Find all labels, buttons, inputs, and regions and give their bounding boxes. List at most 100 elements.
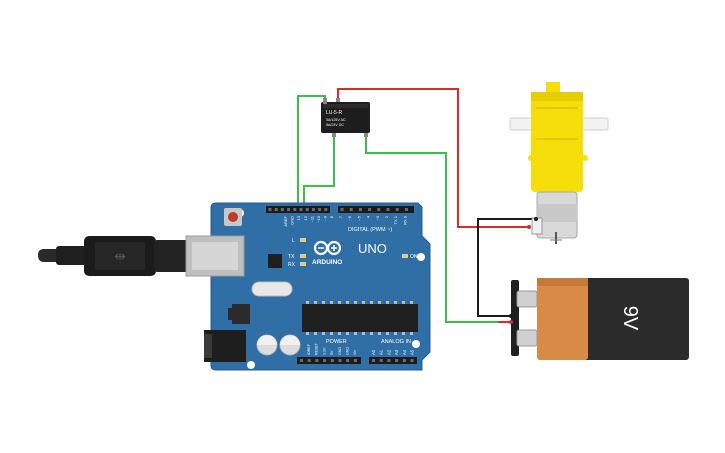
- chip-pin: [394, 301, 397, 304]
- relay-pin: [336, 98, 340, 102]
- pin-hole[interactable]: [402, 359, 406, 362]
- pin-hole[interactable]: [377, 208, 381, 211]
- dc-motor[interactable]: [509, 82, 609, 244]
- reset-button[interactable]: [228, 212, 238, 222]
- wire-pin13-to-relay-green[interactable]: [303, 131, 335, 212]
- atmega-chip-pins: [306, 301, 413, 335]
- relay[interactable]: LU-5-R 5A/125V AC 5A/24V DC: [321, 98, 370, 137]
- mounting-hole: [417, 253, 425, 261]
- digital-pin-label: 13: [296, 215, 301, 220]
- pin-hole[interactable]: [280, 208, 284, 211]
- pin-hole[interactable]: [305, 208, 309, 211]
- pin-hole[interactable]: [395, 208, 399, 211]
- relay-rating-line2: 5A/24V DC: [326, 123, 344, 127]
- pin-hole[interactable]: [372, 359, 375, 362]
- chip-pin: [362, 332, 365, 335]
- pin-hole[interactable]: [287, 208, 291, 211]
- pin-hole[interactable]: [274, 208, 278, 211]
- pin-hole[interactable]: [386, 208, 390, 211]
- pin-hole[interactable]: [268, 208, 272, 211]
- pin-hole[interactable]: [404, 208, 408, 211]
- wire-relay-to-battery-green[interactable]: [365, 131, 511, 323]
- pin-hole[interactable]: [387, 359, 391, 362]
- led-rx: [300, 262, 306, 266]
- wires: [297, 88, 536, 323]
- chip-pin: [402, 301, 405, 304]
- analog-pin-label: A3: [394, 349, 399, 355]
- motor-terminal-dot: [534, 217, 538, 221]
- led-tx: [300, 254, 306, 258]
- chip-pin: [314, 332, 317, 335]
- power-pin-label: 3.3V: [322, 347, 326, 355]
- usb-interface-chip: [268, 254, 282, 268]
- pin-hole[interactable]: [353, 359, 357, 362]
- motor-gearbox-shade: [531, 92, 583, 101]
- chip-pin: [402, 332, 405, 335]
- relay-pin: [332, 133, 336, 137]
- pin-hole[interactable]: [349, 208, 353, 211]
- pin-hole[interactable]: [379, 359, 383, 362]
- pin-hole[interactable]: [299, 208, 303, 211]
- voltage-regulator-tab: [228, 308, 234, 320]
- board-brand-label: ARDUINO: [312, 259, 342, 266]
- chip-pin: [346, 301, 349, 304]
- usb-cable[interactable]: ⇹: [38, 236, 188, 276]
- digital-header-right: [338, 206, 414, 213]
- relay-pin: [323, 98, 327, 104]
- chip-pin: [330, 301, 333, 304]
- pin-hole[interactable]: [318, 208, 322, 211]
- pin-hole[interactable]: [324, 208, 328, 211]
- pin-hole[interactable]: [358, 208, 362, 211]
- motor-can-band: [537, 204, 577, 222]
- analog-pin-label: A2: [386, 349, 391, 355]
- mounting-hole: [247, 361, 255, 369]
- pin-hole[interactable]: [340, 208, 344, 211]
- pin-hole[interactable]: [368, 208, 372, 211]
- digital-pin-label: GND: [290, 216, 295, 225]
- analog-pin-label: A5: [410, 349, 415, 355]
- battery-terminal-dot: [509, 314, 513, 318]
- chip-pin: [410, 301, 413, 304]
- led-l: [300, 238, 306, 242]
- crystal-oscillator: [251, 281, 293, 297]
- capacitor-top: [280, 335, 300, 345]
- digital-pin-label: ~10: [316, 215, 321, 223]
- mounting-hole: [412, 340, 420, 348]
- power-pin-label: 5V: [330, 350, 334, 355]
- pin-hole[interactable]: [338, 359, 342, 362]
- pin-hole[interactable]: [323, 359, 327, 362]
- relay-body: [321, 102, 370, 133]
- chip-pin: [386, 332, 389, 335]
- battery-orange-shade: [537, 278, 588, 286]
- wire-gnd-to-relay-green[interactable]: [297, 95, 326, 212]
- digital-pin-label: 2: [384, 215, 389, 218]
- battery-terminal-dot: [509, 320, 513, 324]
- chip-pin: [338, 332, 341, 335]
- battery-orange-section: [537, 278, 588, 360]
- pin-hole[interactable]: [410, 359, 414, 362]
- digital-header-label: DIGITAL (PWM ~): [348, 227, 392, 233]
- motor-gearbox-nub: [582, 155, 588, 161]
- led-l-label: L: [292, 238, 295, 244]
- power-header-label: POWER: [326, 339, 347, 345]
- pin-hole[interactable]: [307, 359, 311, 362]
- pin-hole[interactable]: [311, 208, 315, 211]
- pin-hole[interactable]: [300, 359, 303, 362]
- pin-hole[interactable]: [315, 359, 319, 362]
- pin-hole[interactable]: [330, 359, 334, 362]
- battery-black-section: [577, 278, 689, 360]
- pin-hole[interactable]: [395, 359, 399, 362]
- pin-hole[interactable]: [293, 208, 297, 211]
- pin-hole[interactable]: [346, 359, 350, 362]
- battery-9v[interactable]: 9V: [509, 278, 689, 360]
- digital-pin-label: ~6: [347, 215, 352, 220]
- wire-relay-to-motor-red[interactable]: [337, 88, 528, 228]
- usb-icon: ⇹: [114, 248, 126, 264]
- usb-plug-neck: [154, 240, 188, 272]
- chip-pin: [306, 301, 309, 304]
- wire-motor-to-battery-black[interactable]: [477, 218, 536, 317]
- usb-cable-strain: [56, 246, 86, 265]
